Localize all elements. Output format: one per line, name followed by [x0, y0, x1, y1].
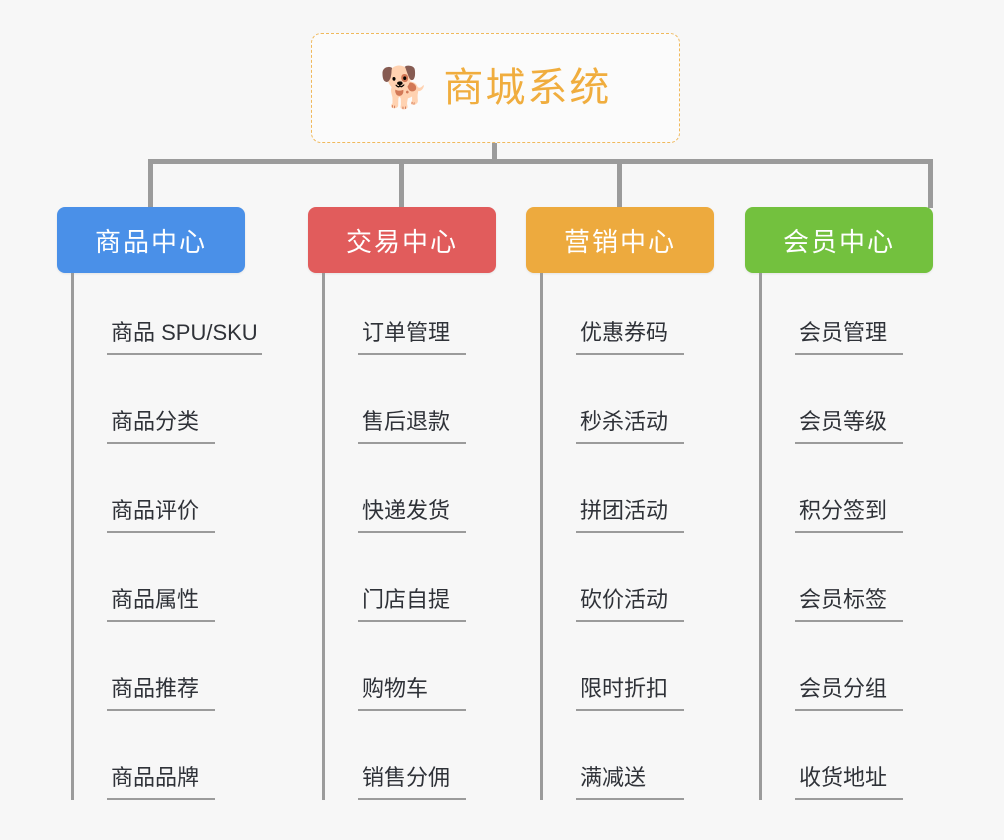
list-item[interactable]: 秒杀活动 — [543, 355, 714, 444]
leaf-label: 商品推荐 — [107, 678, 215, 711]
leaf-list-product-center: 商品 SPU/SKU 商品分类 商品评价 商品属性 商品推荐 商品品牌 — [71, 273, 262, 800]
list-item[interactable]: 优惠券码 — [543, 273, 714, 355]
connector-drop-trade-center — [399, 159, 404, 208]
leaf-label: 快递发货 — [358, 500, 466, 533]
leaf-label: 积分签到 — [795, 500, 903, 533]
list-item[interactable]: 销售分佣 — [325, 711, 496, 800]
shiba-dog-face-icon: 🐕 — [379, 66, 430, 110]
leaf-label: 会员管理 — [795, 322, 903, 355]
leaf-label: 商品评价 — [107, 500, 215, 533]
list-item[interactable]: 砍价活动 — [543, 533, 714, 622]
category-header-trade-center[interactable]: 交易中心 — [308, 207, 496, 273]
connector-horizontal-bar — [148, 159, 933, 164]
list-item[interactable]: 售后退款 — [325, 355, 496, 444]
branch-member-center: 会员中心 会员管理 会员等级 积分签到 会员标签 会员分组 收货地址 — [745, 207, 933, 800]
leaf-label: 会员标签 — [795, 589, 903, 622]
list-item[interactable]: 订单管理 — [325, 273, 496, 355]
list-item[interactable]: 快递发货 — [325, 444, 496, 533]
branch-product-center: 商品中心 商品 SPU/SKU 商品分类 商品评价 商品属性 商品推荐 商品品牌 — [57, 207, 262, 800]
list-item[interactable]: 会员管理 — [762, 273, 933, 355]
leaf-label: 秒杀活动 — [576, 411, 684, 444]
leaf-label: 拼团活动 — [576, 500, 684, 533]
connector-drop-marketing-center — [617, 159, 622, 208]
list-item[interactable]: 商品 SPU/SKU — [74, 273, 262, 355]
connector-drop-member-center — [928, 159, 933, 208]
leaf-label: 商品品牌 — [107, 767, 215, 800]
connector-drop-product-center — [148, 159, 153, 208]
connector-root-stem — [492, 143, 497, 164]
leaf-label: 售后退款 — [358, 411, 466, 444]
list-item[interactable]: 商品分类 — [74, 355, 262, 444]
list-item[interactable]: 商品推荐 — [74, 622, 262, 711]
leaf-label: 优惠券码 — [576, 322, 684, 355]
leaf-label: 满减送 — [576, 767, 684, 800]
list-item[interactable]: 商品品牌 — [74, 711, 262, 800]
leaf-label: 销售分佣 — [358, 767, 466, 800]
leaf-label: 会员分组 — [795, 678, 903, 711]
leaf-label: 商品属性 — [107, 589, 215, 622]
branch-trade-center: 交易中心 订单管理 售后退款 快递发货 门店自提 购物车 销售分佣 — [308, 207, 496, 800]
list-item[interactable]: 会员分组 — [762, 622, 933, 711]
list-item[interactable]: 购物车 — [325, 622, 496, 711]
leaf-label: 砍价活动 — [576, 589, 684, 622]
leaf-list-trade-center: 订单管理 售后退款 快递发货 门店自提 购物车 销售分佣 — [322, 273, 496, 800]
leaf-label: 商品分类 — [107, 411, 215, 444]
list-item[interactable]: 积分签到 — [762, 444, 933, 533]
leaf-label: 商品 SPU/SKU — [107, 322, 262, 355]
branch-marketing-center: 营销中心 优惠券码 秒杀活动 拼团活动 砍价活动 限时折扣 满减送 — [526, 207, 714, 800]
list-item[interactable]: 商品评价 — [74, 444, 262, 533]
leaf-label: 门店自提 — [358, 589, 466, 622]
leaf-list-marketing-center: 优惠券码 秒杀活动 拼团活动 砍价活动 限时折扣 满减送 — [540, 273, 714, 800]
list-item[interactable]: 商品属性 — [74, 533, 262, 622]
list-item[interactable]: 会员等级 — [762, 355, 933, 444]
list-item[interactable]: 限时折扣 — [543, 622, 714, 711]
leaf-label: 限时折扣 — [576, 678, 684, 711]
leaf-label: 购物车 — [358, 678, 466, 711]
list-item[interactable]: 收货地址 — [762, 711, 933, 800]
category-header-product-center[interactable]: 商品中心 — [57, 207, 245, 273]
category-header-member-center[interactable]: 会员中心 — [745, 207, 933, 273]
root-node[interactable]: 🐕 商城系统 — [311, 33, 680, 143]
leaf-list-member-center: 会员管理 会员等级 积分签到 会员标签 会员分组 收货地址 — [759, 273, 933, 800]
root-title: 商城系统 — [443, 66, 612, 110]
leaf-label: 会员等级 — [795, 411, 903, 444]
list-item[interactable]: 拼团活动 — [543, 444, 714, 533]
leaf-label: 订单管理 — [358, 322, 466, 355]
category-header-marketing-center[interactable]: 营销中心 — [526, 207, 714, 273]
leaf-label: 收货地址 — [795, 767, 903, 800]
list-item[interactable]: 满减送 — [543, 711, 714, 800]
list-item[interactable]: 门店自提 — [325, 533, 496, 622]
list-item[interactable]: 会员标签 — [762, 533, 933, 622]
